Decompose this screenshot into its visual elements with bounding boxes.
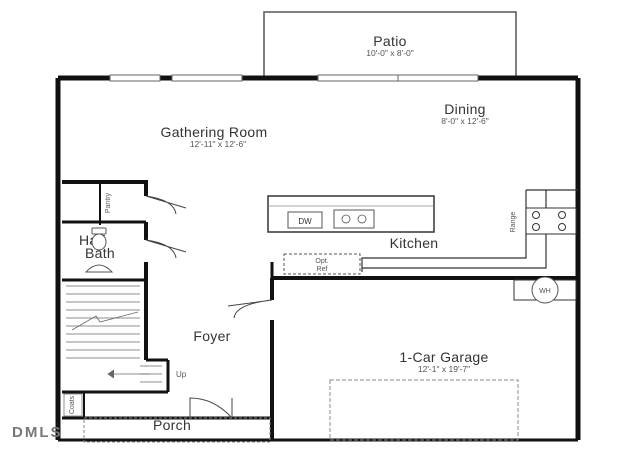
garage-door [329, 379, 519, 441]
sink-icon [333, 209, 375, 229]
coats-label: Coats [69, 395, 76, 414]
dishwasher-label: DW [298, 217, 312, 226]
porch-area: Porch [83, 417, 271, 443]
dining-label: Dining [444, 101, 486, 117]
pantry: Pantry [105, 192, 112, 213]
pantry-label: Pantry [105, 192, 112, 213]
patio-area: Patio 10'-0" x 8'-0" [263, 11, 517, 79]
range-label: Range [510, 212, 517, 233]
door-swings [145, 195, 273, 419]
watermark-logo: DMLS [12, 424, 63, 441]
sink-icon [84, 264, 114, 273]
half-bath: Half Bath [79, 227, 115, 273]
garage-label: 1-Car Garage [399, 349, 488, 365]
rear-windows [109, 74, 479, 82]
porch-label: Porch [153, 417, 191, 433]
garage-dims: 12'-1" x 19'-7" [418, 364, 470, 374]
refrigerator: Opt. Ref [283, 253, 361, 275]
foyer-label: Foyer [193, 328, 230, 344]
refrigerator-label-1: Opt. [315, 258, 328, 265]
patio-dims: 10'-0" x 8'-0" [366, 48, 414, 58]
range-cooktop [525, 207, 577, 235]
coat-closet: Coats [63, 393, 83, 417]
refrigerator-label-2: Ref [317, 266, 328, 273]
dining-dims: 8'-0" x 12'-6" [441, 116, 489, 126]
stairs-up-label: Up [176, 370, 187, 379]
kitchen-label: Kitchen [390, 235, 439, 251]
dishwasher [287, 211, 323, 229]
half-bath-label-2: Bath [85, 245, 115, 261]
water-heater-label: WH [539, 288, 551, 295]
patio-label: Patio [373, 33, 406, 49]
water-heater: WH [513, 276, 577, 304]
gathering-room-label: Gathering Room [161, 124, 268, 140]
toilet-icon [91, 227, 107, 251]
kitchen-island: DW [267, 195, 435, 233]
gathering-room-dims: 12'-11" x 12'-6" [190, 139, 246, 149]
staircase [66, 285, 162, 383]
